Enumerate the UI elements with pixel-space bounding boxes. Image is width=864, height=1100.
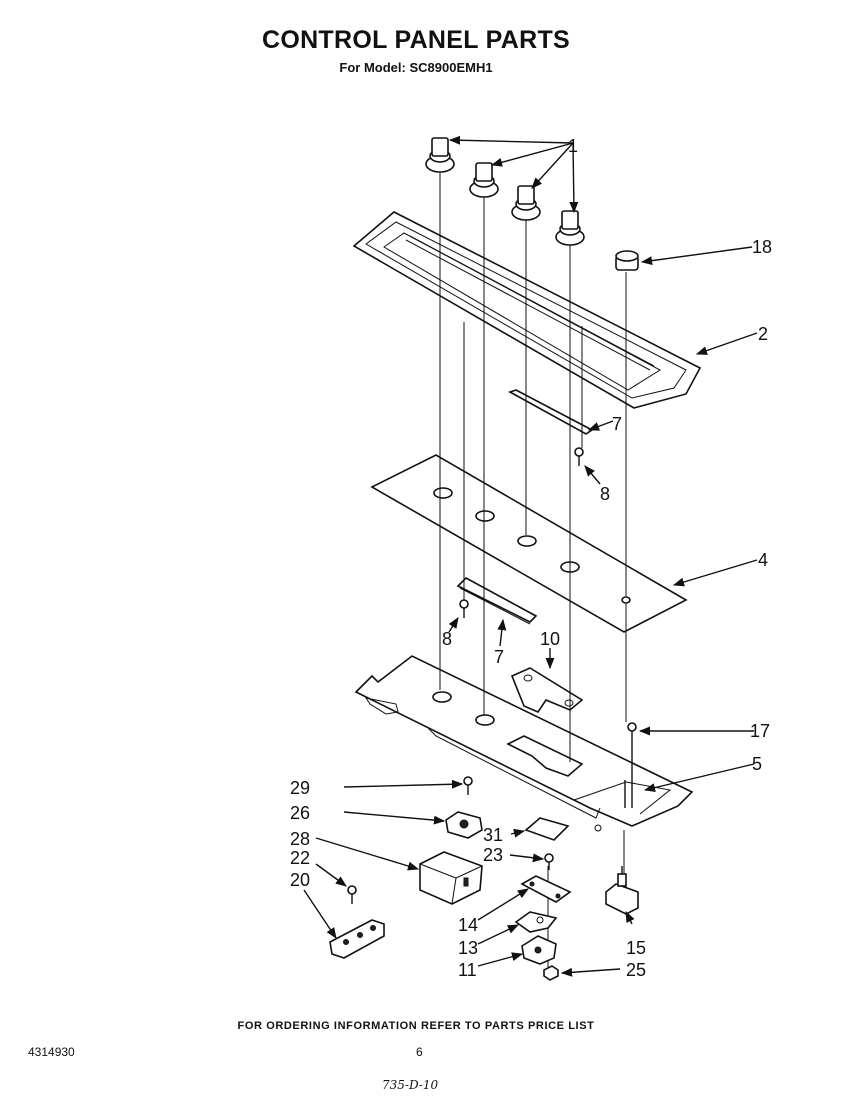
screw-part-17 (624, 722, 637, 808)
pad-part-31 (524, 817, 570, 841)
panel-board-part-4 (370, 454, 688, 633)
callout-7-upper: 7 (612, 414, 622, 434)
callout-23: 23 (483, 845, 503, 865)
callout-29: 29 (290, 778, 310, 798)
gasket-plate-part-13 (514, 911, 558, 933)
callout-10: 10 (540, 629, 560, 649)
nut-part-25 (543, 965, 559, 981)
screw-part-8-upper (574, 447, 584, 466)
ordering-info-note: FOR ORDERING INFORMATION REFER TO PARTS … (237, 1020, 595, 1032)
callout-25: 25 (626, 960, 646, 980)
callout-31: 31 (483, 825, 503, 845)
callout-8-upper: 8 (600, 484, 610, 504)
callout-15: 15 (626, 938, 646, 958)
callout-17: 17 (750, 721, 770, 741)
knob-part-1a (425, 137, 455, 173)
screw-part-8-lower (459, 599, 469, 618)
callout-4: 4 (758, 550, 768, 570)
callout-8-lower: 8 (442, 629, 452, 649)
terminal-block-part-20 (329, 919, 385, 959)
screw-part-22 (347, 885, 357, 904)
gasket-part-10 (506, 667, 584, 777)
console-frame-part-2 (352, 211, 702, 409)
screw-part-23 (544, 853, 554, 870)
switch-part-15 (605, 866, 639, 915)
callout-7-lower: 7 (494, 647, 504, 667)
model-subtitle: For Model: SC8900EMH1 (339, 60, 493, 75)
knob-part-1d (555, 210, 585, 246)
document-number: 4314930 (28, 1045, 75, 1059)
callout-28: 28 (290, 829, 310, 849)
callout-14: 14 (458, 915, 478, 935)
callout-11: 11 (458, 960, 477, 980)
switch-part-11 (521, 935, 557, 965)
callout-1: 1 (568, 136, 578, 156)
page-title: CONTROL PANEL PARTS (261, 26, 571, 54)
callout-18: 18 (752, 237, 772, 257)
bracket-part-7-lower (456, 577, 538, 625)
bracket-part-7-upper (508, 389, 594, 435)
page-number: 6 (416, 1045, 423, 1059)
selector-part-26 (445, 811, 483, 839)
knob-part-1c (511, 185, 541, 221)
callout-26: 26 (290, 803, 310, 823)
callout-5: 5 (752, 754, 762, 774)
knob-part-18 (615, 250, 639, 271)
switch-bracket-part-14 (520, 875, 572, 903)
screw-part-29 (463, 776, 473, 795)
callout-2: 2 (758, 324, 768, 344)
callout-13: 13 (458, 938, 478, 958)
handwritten-code: 735-D-10 (382, 1078, 439, 1092)
knob-part-1b (469, 162, 499, 198)
relay-box-part-28 (419, 851, 483, 905)
callout-22: 22 (290, 848, 310, 868)
callout-20: 20 (290, 870, 310, 890)
